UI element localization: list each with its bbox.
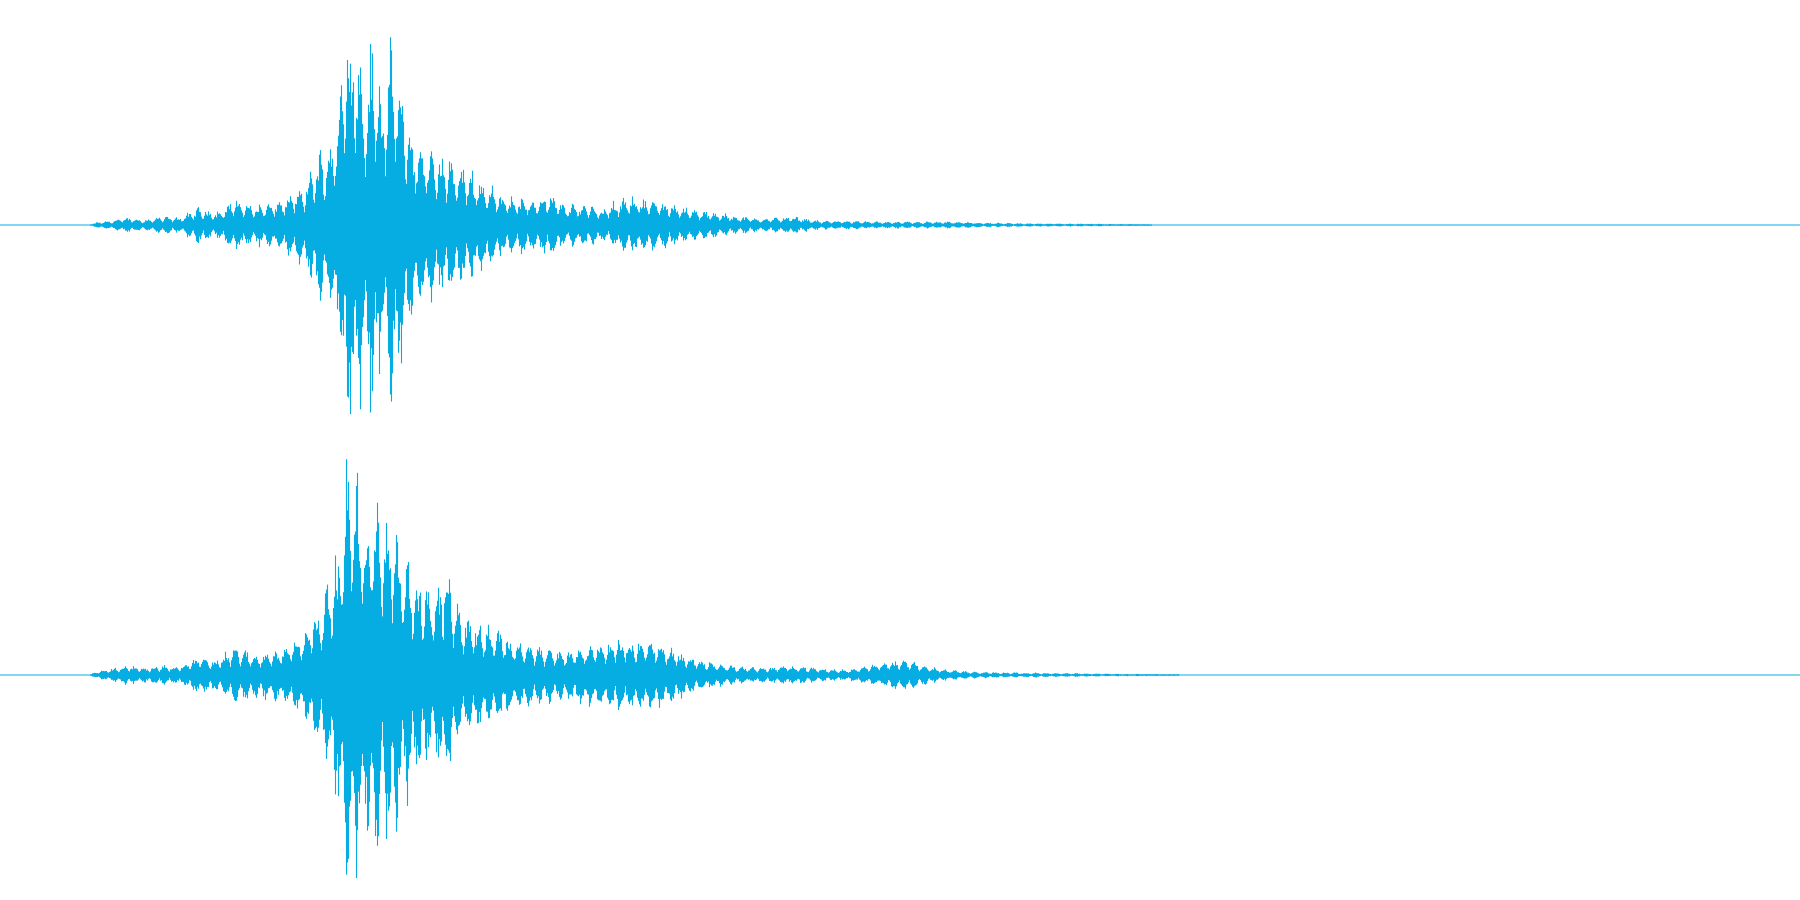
waveform-channel-1 [0, 37, 1800, 414]
waveform-samples [89, 459, 1180, 878]
waveform-samples [89, 37, 1153, 414]
channels-group [0, 37, 1800, 878]
waveform-channel-2 [0, 459, 1800, 878]
